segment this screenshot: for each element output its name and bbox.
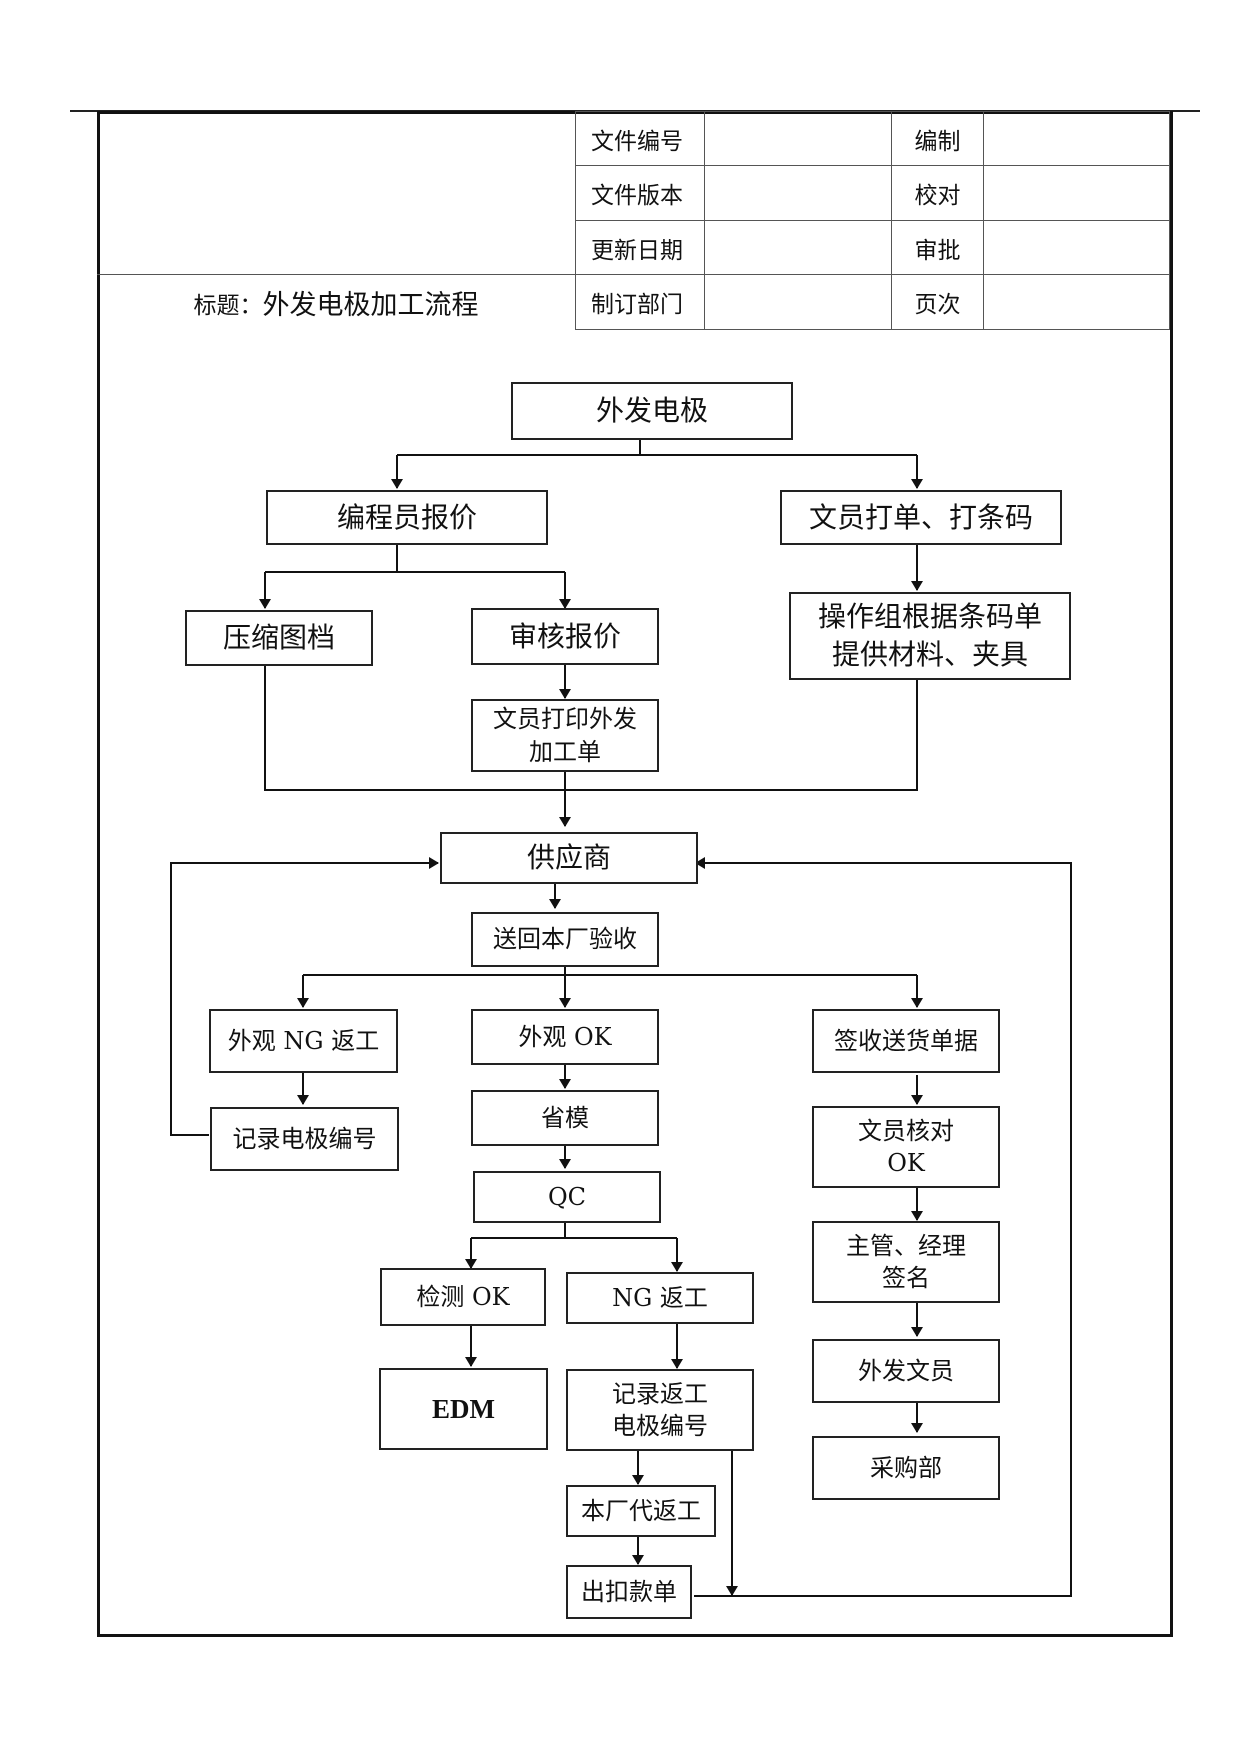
field-dept-label: 制订部门	[575, 274, 705, 330]
node-record-electrode: 记录电极编号	[210, 1107, 399, 1171]
node-line: 电极编号	[612, 1412, 708, 1440]
node-programmer-quote: 编程员报价	[266, 490, 548, 545]
node-line: 文员打印外发	[493, 705, 637, 734]
node-deduction-slip: 出扣款单	[566, 1565, 692, 1619]
connector	[264, 664, 918, 791]
node-ng-rework: NG 返工	[566, 1272, 754, 1324]
node-inhouse-rework: 本厂代返工	[566, 1485, 716, 1537]
node-line: 加工单	[529, 737, 601, 766]
node-sign-delivery: 签收送货单据	[812, 1009, 1000, 1073]
node-clerk-check: 文员核对 OK	[812, 1106, 1000, 1188]
connector	[265, 543, 565, 573]
node-purchasing: 采购部	[812, 1436, 1000, 1500]
node-edm: EDM	[379, 1368, 548, 1450]
node-line: 提供材料、夹具	[831, 638, 1028, 671]
node-qc: QC	[473, 1171, 661, 1223]
node-line: OK	[887, 1149, 925, 1177]
arrow	[170, 857, 439, 1136]
node-outsource-clerk: 外发文员	[812, 1339, 1000, 1403]
node-clerk-print-order: 文员打印外发 加工单	[471, 699, 659, 772]
node-line: 操作组根据条码单	[817, 600, 1042, 634]
signoff-prepared-label: 编制	[891, 111, 984, 166]
signoff-page-label: 页次	[891, 274, 984, 330]
node-record-rework: 记录返工 电极编号	[566, 1369, 754, 1451]
arrow	[694, 857, 1072, 1597]
node-test-ok: 检测 OK	[380, 1268, 546, 1326]
node-appearance-ng: 外观 NG 返工	[209, 1009, 398, 1073]
node-line: 签名	[882, 1264, 930, 1292]
document-frame	[97, 111, 1173, 1637]
node-compress-files: 压缩图档	[185, 610, 373, 666]
node-supplier: 供应商	[440, 832, 698, 884]
connector	[471, 1222, 677, 1239]
node-appearance-ok: 外观 OK	[471, 1009, 659, 1065]
node-line: 文员核对	[858, 1116, 954, 1145]
node-review-quote: 审核报价	[471, 608, 659, 665]
node-manager-sign: 主管、经理 签名	[812, 1221, 1000, 1303]
node-ops-provide: 操作组根据条码单 提供材料、夹具	[789, 592, 1071, 680]
document-title: 标题： 外发电极加工流程	[97, 274, 575, 330]
node-save-mold: 省模	[471, 1090, 659, 1146]
node-start: 外发电极	[511, 382, 793, 440]
connector	[397, 440, 917, 456]
node-line: 主管、经理	[846, 1231, 966, 1260]
node-clerk-print-barcode: 文员打单、打条码	[780, 490, 1062, 545]
title-text: 外发电极加工流程	[262, 290, 479, 321]
node-return-inspect: 送回本厂验收	[471, 912, 659, 967]
signoff-page-value[interactable]	[983, 274, 1170, 330]
title-label: 标题：	[193, 292, 263, 319]
node-line: 记录返工	[612, 1379, 708, 1408]
